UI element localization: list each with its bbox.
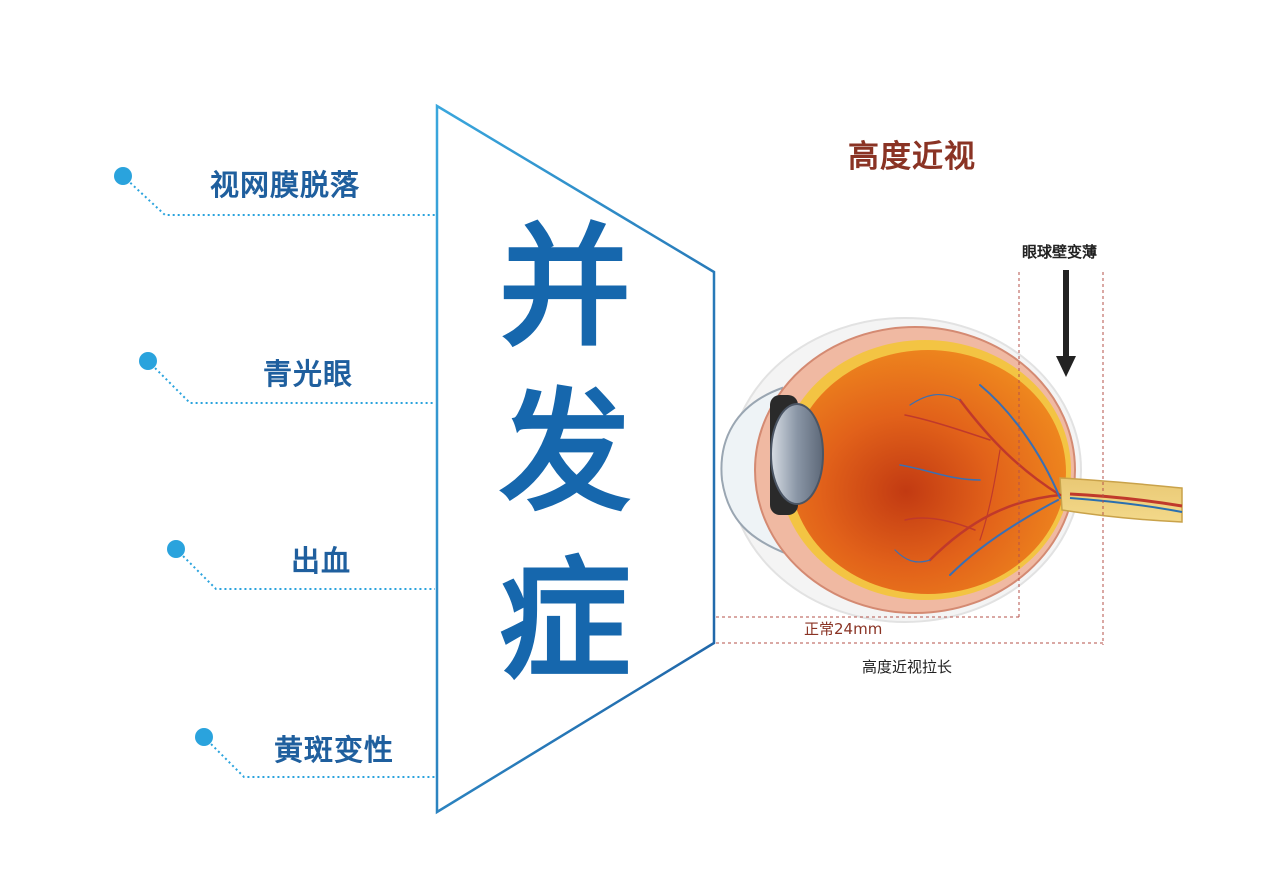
- connector-lines: [122, 175, 435, 778]
- retinal-vessels: [894, 384, 1062, 576]
- connector-dot: [195, 728, 213, 746]
- complication-label-retinal-detachment: 视网膜脱落: [210, 168, 361, 202]
- eyeball-illustration: [720, 317, 1183, 623]
- complication-label-hemorrhage: 出血: [291, 544, 352, 578]
- center-char-1: 并: [499, 211, 631, 365]
- normal-length-label: 正常24mm: [804, 620, 883, 638]
- wall-arrow-head: [1056, 356, 1076, 377]
- center-char-3: 症: [499, 544, 631, 698]
- elongated-length-label: 高度近视拉长: [862, 658, 953, 676]
- connector-dot: [167, 540, 185, 558]
- connector-dot: [139, 352, 157, 370]
- wall-thinning-label: 眼球壁变薄: [1022, 243, 1098, 261]
- connector-dot: [114, 167, 132, 185]
- eye-title: 高度近视: [848, 139, 976, 175]
- central-trapezoid: [435, 103, 716, 815]
- complication-label-glaucoma: 青光眼: [263, 357, 354, 391]
- measurement-lines: [716, 272, 1104, 645]
- complication-label-macular-degeneration: 黄斑变性: [274, 733, 395, 767]
- center-char-2: 发: [499, 376, 631, 530]
